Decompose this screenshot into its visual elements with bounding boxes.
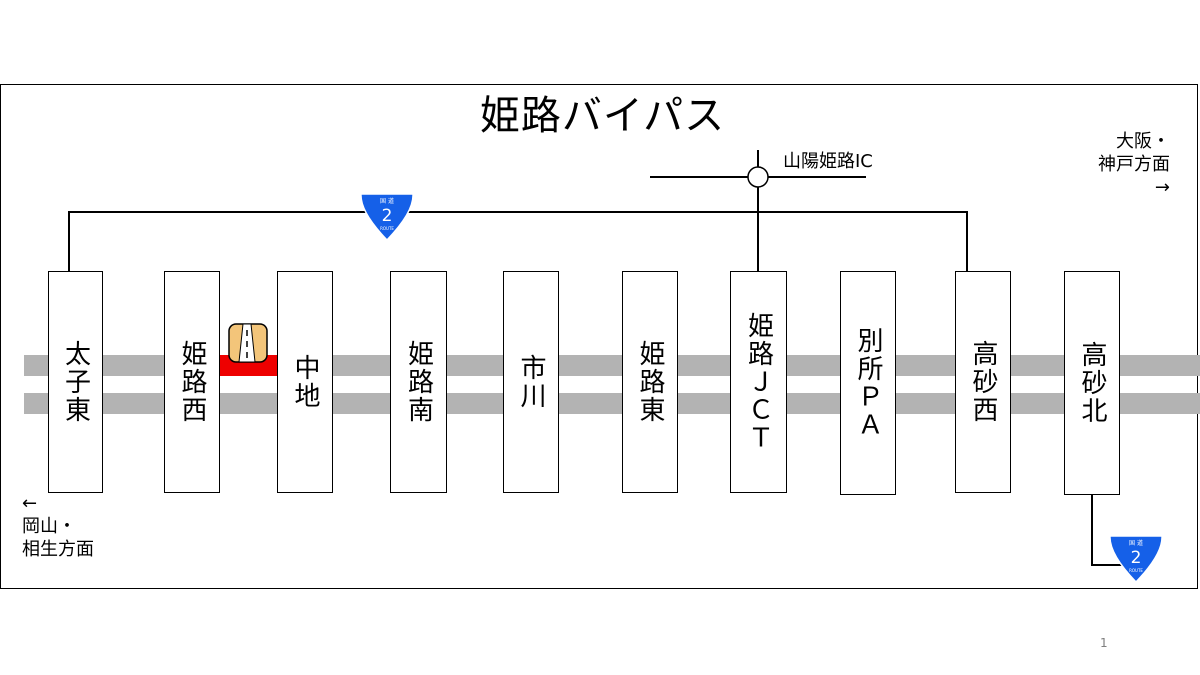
station-takasago-nishi[interactable]: 高砂西: [955, 271, 1011, 493]
direction-east: 大阪・ 神戸方面 →: [1080, 130, 1170, 199]
station-name: 太子東: [60, 340, 91, 424]
station-name: 市川: [516, 354, 546, 410]
station-bessho-pa[interactable]: 別所ＰＡ: [840, 271, 896, 495]
route-2-line: [68, 211, 968, 272]
station-himeji-minami[interactable]: 姫路南: [390, 271, 447, 493]
station-takasago-kita[interactable]: 高砂北: [1064, 271, 1120, 495]
station-name: 姫路ＪＣＴ: [743, 312, 774, 452]
shield-number: 2: [382, 206, 393, 226]
direction-east-line1: 大阪・: [1116, 131, 1170, 152]
diagram-frame: [0, 84, 1198, 589]
station-name: 別所ＰＡ: [853, 327, 883, 439]
shield-number: 2: [1131, 548, 1142, 568]
interchange-node-icon: [747, 166, 769, 188]
page-title: 姫路バイパス: [479, 93, 726, 139]
connection-label: 山陽姫路IC: [783, 151, 873, 172]
station-name: 高砂西: [968, 340, 998, 424]
station-ichikawa[interactable]: 市川: [503, 271, 559, 493]
page-number: 1: [1100, 636, 1108, 650]
right-arrow-icon: →: [1154, 177, 1170, 198]
route-2-shield-icon: 国 道 2 ROUTE: [1109, 535, 1163, 584]
station-name: 姫路西: [177, 340, 207, 424]
station-name: 高砂北: [1077, 341, 1107, 425]
road-map-icon: [228, 323, 268, 363]
direction-west-line2: 相生方面: [22, 539, 94, 560]
direction-west-line1: 岡山・: [22, 516, 76, 537]
station-nakachi[interactable]: 中地: [277, 271, 333, 493]
shield-top-text: 国 道: [380, 197, 394, 205]
shield-bottom-text: ROUTE: [380, 226, 394, 231]
station-name: 姫路東: [635, 340, 665, 424]
station-himeji-jct[interactable]: 姫路ＪＣＴ: [730, 271, 787, 493]
station-name: 中地: [290, 354, 320, 410]
route-2-shield-icon: 国 道 2 ROUTE: [360, 193, 414, 242]
station-himeji-nishi[interactable]: 姫路西: [164, 271, 220, 493]
direction-east-line2: 神戸方面: [1098, 154, 1170, 175]
left-arrow-icon: ←: [22, 493, 38, 514]
station-name: 姫路南: [403, 340, 434, 424]
station-taishi-higashi[interactable]: 太子東: [48, 271, 103, 493]
direction-west: ← 岡山・ 相生方面: [22, 492, 94, 561]
station-himeji-higashi[interactable]: 姫路東: [622, 271, 678, 493]
shield-top-text: 国 道: [1129, 539, 1143, 547]
shield-bottom-text: ROUTE: [1129, 568, 1143, 573]
